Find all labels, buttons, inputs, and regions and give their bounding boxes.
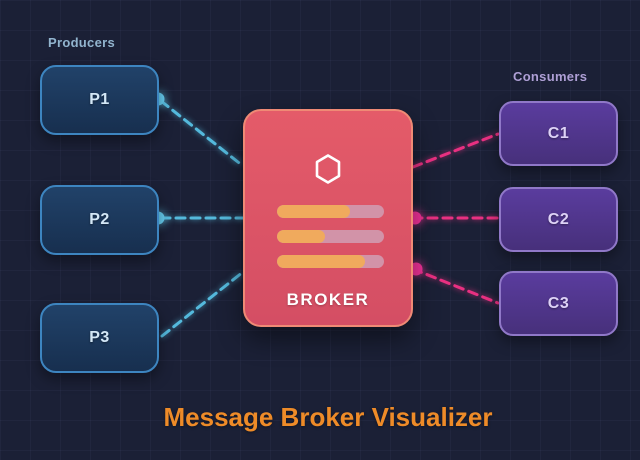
broker-node-label: BROKER (286, 290, 370, 309)
hexagon-icon (315, 154, 341, 184)
producer-node-p3[interactable]: P3 (40, 303, 159, 373)
producer-node-p1[interactable]: P1 (40, 65, 159, 135)
queue-gauge-track (277, 230, 384, 243)
consumer-node-label: C2 (547, 210, 570, 228)
link-broker-c3 (411, 267, 500, 305)
consumer-node-label: C3 (547, 294, 570, 312)
queue-gauge-fill (277, 230, 326, 243)
queue-gauge-track (277, 205, 384, 218)
producer-node-p2[interactable]: P2 (40, 185, 159, 255)
producer-node-label: P2 (89, 211, 110, 228)
queue-gauge-fill (277, 205, 350, 218)
queue-gauge-fill (277, 255, 365, 268)
link-p3-broker (160, 270, 245, 338)
producer-node-label: P3 (89, 329, 110, 346)
link-p1-broker (159, 99, 245, 168)
consumer-node-c3[interactable]: C3 (499, 271, 618, 336)
producers-group-label: Producers (48, 35, 116, 50)
broker-node[interactable]: BROKER (243, 109, 413, 327)
queue-gauge-track (277, 255, 384, 268)
link-broker-c1 (411, 132, 500, 169)
broker-queue-gauges (277, 205, 384, 280)
consumer-node-c2[interactable]: C2 (499, 187, 618, 252)
consumer-node-label: C1 (547, 124, 570, 142)
page-title: Message Broker Visualizer (163, 402, 493, 432)
consumers-group-label: Consumers (513, 69, 588, 84)
producer-node-label: P1 (89, 91, 110, 108)
consumer-node-c1[interactable]: C1 (499, 101, 618, 166)
